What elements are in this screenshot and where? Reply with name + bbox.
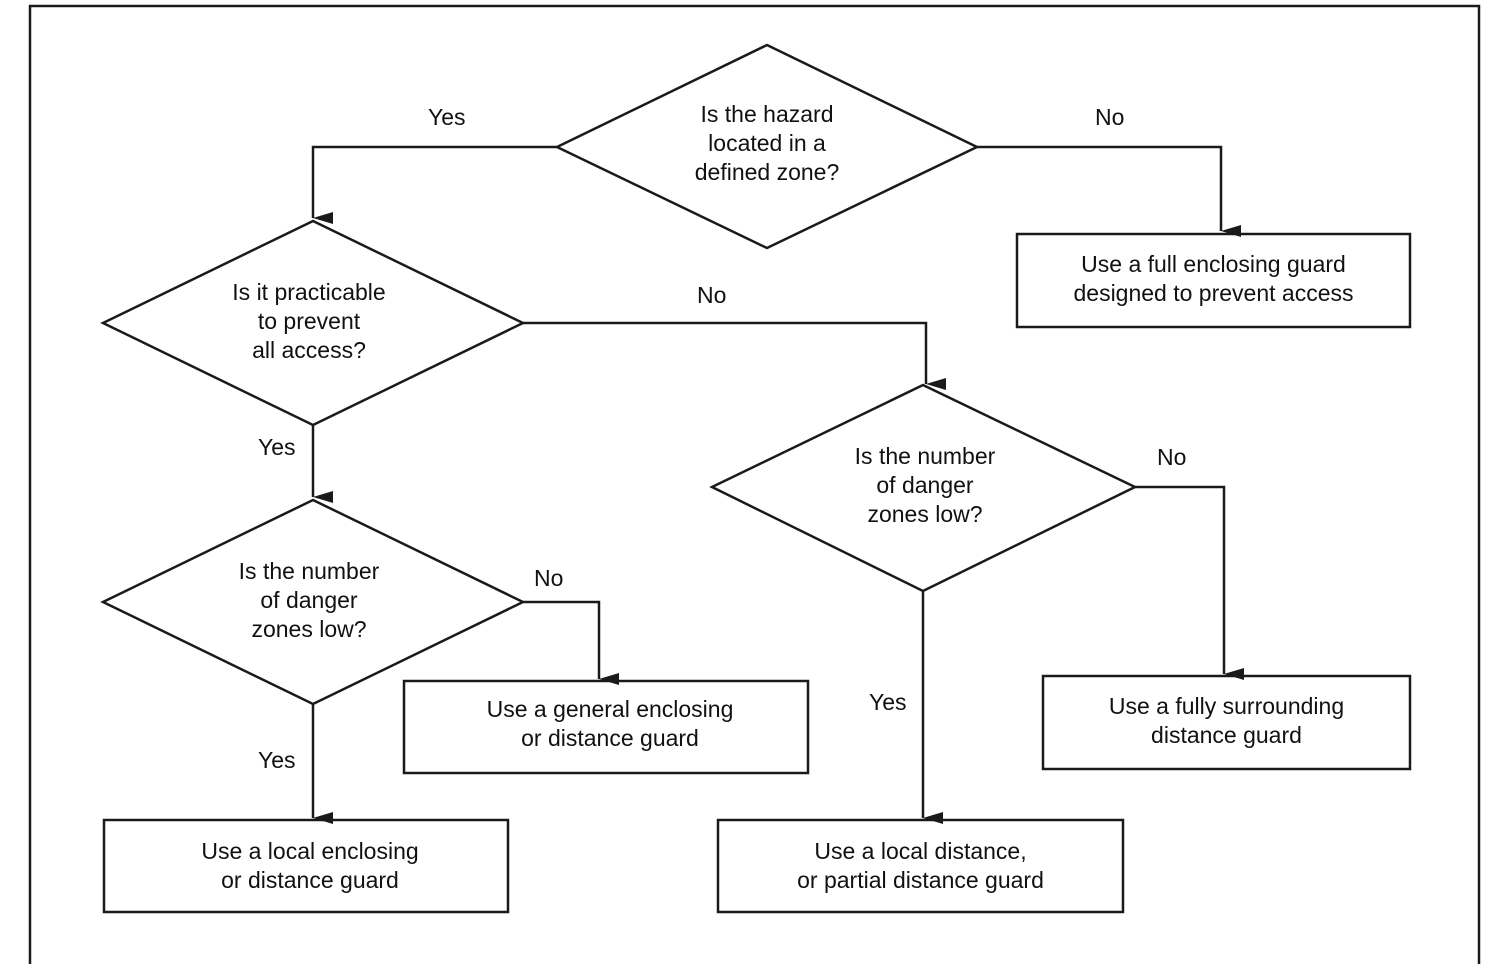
edge-label-right-no: No xyxy=(1157,444,1187,470)
connector-prevent-no xyxy=(523,321,946,390)
connector-hazard-yes xyxy=(311,145,557,224)
decision-label-hazard-zone: Is the hazard located in a defined zone? xyxy=(694,101,840,185)
edge-label-hazard-yes: Yes xyxy=(428,104,466,130)
outcome-label-local-distance: Use a local distance, or partial distanc… xyxy=(797,838,1044,893)
outcome-label-local-enclosing: Use a local enclosing or distance guard xyxy=(201,838,419,893)
decision-label-prevent-access: Is it practicable to prevent all access? xyxy=(232,279,386,363)
outcome-box-local-distance xyxy=(716,818,1125,914)
outcome-box-fully-surrounding xyxy=(1041,674,1412,771)
connector-left-no xyxy=(523,600,619,685)
outcome-label-full-enclosing: Use a full enclosing guard designed to p… xyxy=(1073,251,1354,306)
decision-diamond-hazard-zone xyxy=(554,43,980,250)
outcome-box-local-enclosing xyxy=(102,818,510,914)
edge-label-hazard-no: No xyxy=(1095,104,1125,130)
edge-label-prevent-yes: Yes xyxy=(258,434,296,460)
connector-right-no xyxy=(1135,485,1244,680)
decision-label-zones-low-left: Is the number of danger zones low? xyxy=(238,558,380,642)
edge-label-prevent-no: No xyxy=(697,282,727,308)
connector-hazard-no xyxy=(977,145,1241,237)
edge-label-right-yes: Yes xyxy=(869,689,907,715)
outcome-box-full-enclosing xyxy=(1015,232,1412,329)
edge-label-left-yes: Yes xyxy=(258,747,296,773)
decision-label-zones-low-right: Is the number of danger zones low? xyxy=(854,443,996,527)
edge-label-left-no: No xyxy=(534,565,564,591)
diagram-frame xyxy=(28,4,1481,964)
outcome-box-general-enclosing xyxy=(402,679,810,775)
outcome-label-general-enclosing: Use a general enclosing or distance guar… xyxy=(486,696,734,751)
outcome-label-fully-surrounding: Use a fully surrounding distance guard xyxy=(1108,693,1345,748)
